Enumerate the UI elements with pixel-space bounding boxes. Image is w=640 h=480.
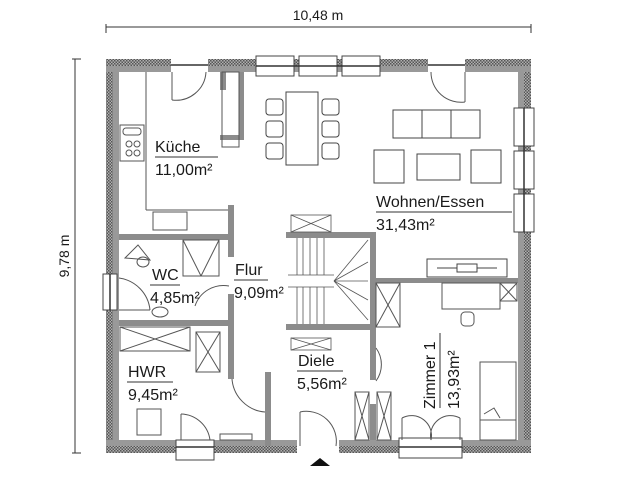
- interior-walls: [119, 72, 518, 446]
- dining-table: [265, 91, 340, 166]
- right-windows: [513, 107, 535, 233]
- bottom-openings: [175, 437, 463, 461]
- dimension-width: 10,48 m: [105, 7, 532, 33]
- room-hwr: HWR 9,45m²: [127, 364, 178, 404]
- zimmer1-fixtures: [375, 282, 518, 441]
- room-name: Zimmer 1: [422, 341, 439, 409]
- room-name: Diele: [298, 353, 335, 370]
- dimension-height: 9,78 m: [56, 58, 81, 454]
- wc-fixtures: [118, 239, 230, 318]
- width-label: 10,48 m: [293, 7, 344, 23]
- room-area: 9,09m²: [234, 285, 284, 302]
- room-name: WC: [152, 267, 179, 284]
- room-name: Wohnen/Essen: [376, 194, 484, 211]
- room-name: HWR: [128, 364, 166, 381]
- room-area: 13,93m²: [446, 350, 463, 409]
- height-label: 9,78 m: [56, 235, 72, 278]
- room-area: 5,56m²: [297, 376, 347, 393]
- room-area: 9,45m²: [128, 387, 178, 404]
- hwr-fixtures: [119, 326, 266, 441]
- room-area: 31,43m²: [376, 217, 435, 234]
- room-zimmer-1: Zimmer 1 13,93m²: [422, 333, 463, 409]
- sofa-set: [373, 109, 502, 184]
- room-wc: WC 4,85m²: [150, 267, 200, 307]
- room-wohnen-essen: Wohnen/Essen 31,43m²: [376, 194, 512, 234]
- kitchen-counter: [119, 71, 240, 231]
- staircase: [288, 214, 369, 351]
- room-diele: Diele 5,56m²: [297, 353, 347, 393]
- top-windows: [171, 55, 465, 77]
- living-door: [430, 71, 466, 103]
- diele-fixtures: [299, 347, 392, 447]
- room-area: 11,00m²: [155, 162, 213, 179]
- tv-unit: [426, 258, 508, 278]
- entrance-arrow-icon: [310, 458, 330, 466]
- room-name: Küche: [155, 139, 200, 156]
- room-area: 4,85m²: [150, 290, 200, 307]
- left-window: [102, 273, 118, 311]
- room-kueche: Küche 11,00m²: [155, 139, 218, 179]
- room-name: Flur: [235, 262, 263, 279]
- kitchen-door: [171, 71, 207, 101]
- room-flur: Flur 9,09m²: [234, 262, 284, 302]
